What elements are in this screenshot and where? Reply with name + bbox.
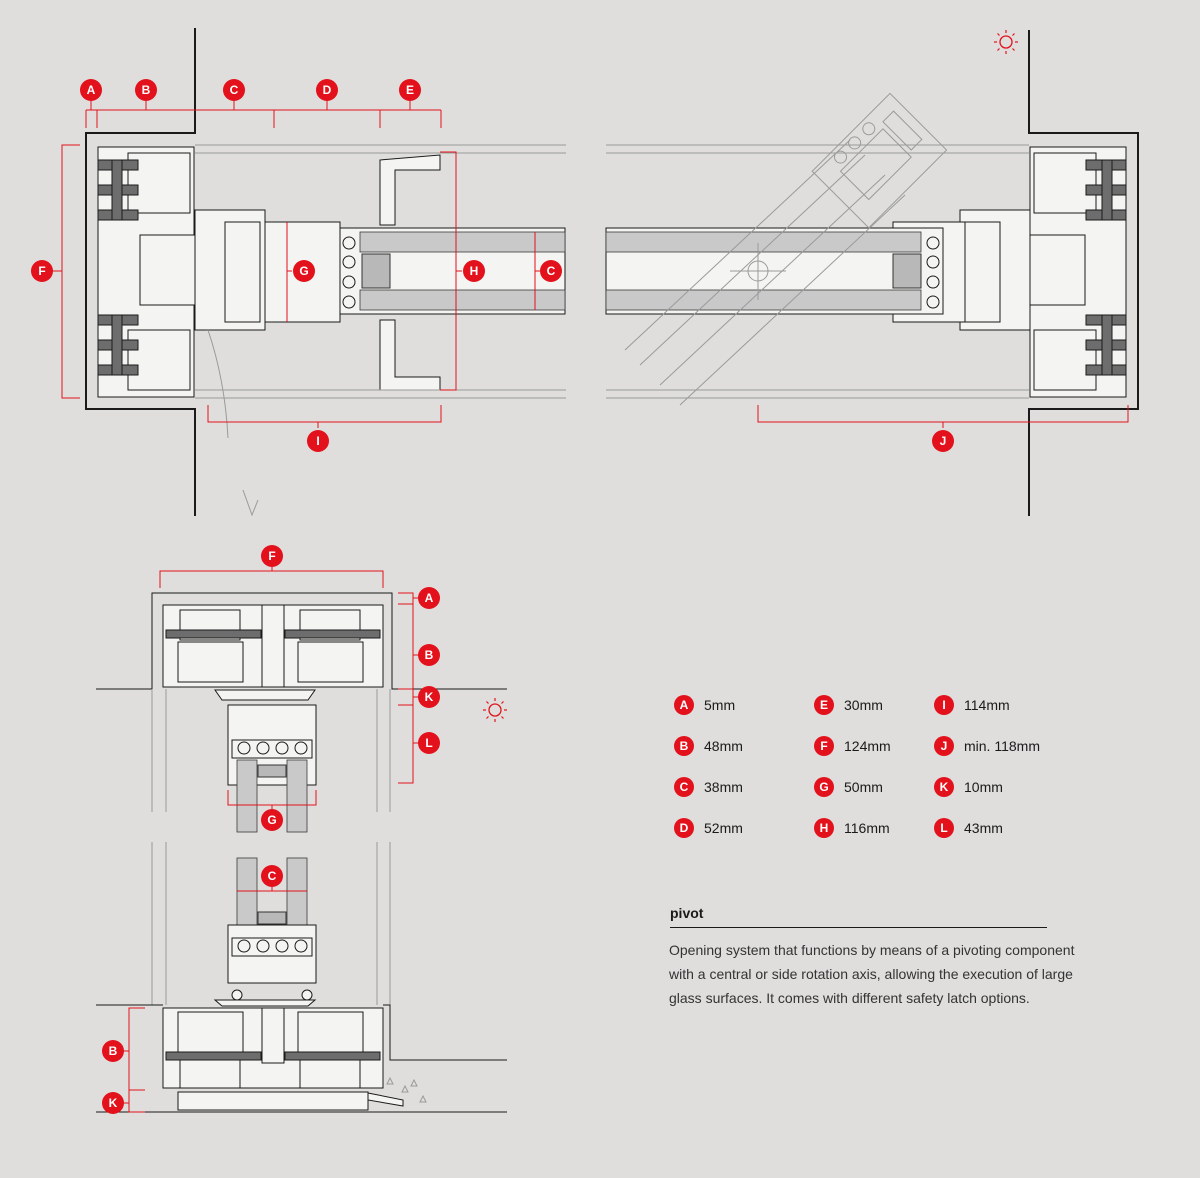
legend-badge: K [934, 777, 954, 797]
callout-C: C [261, 865, 283, 887]
legend-item: K 10mm [934, 777, 1003, 797]
legend-badge: D [674, 818, 694, 838]
sun-icon [483, 698, 507, 722]
legend-value: 116mm [844, 820, 890, 836]
callout-label: J [940, 434, 947, 448]
callout-B: B [102, 1040, 124, 1062]
callout-label: H [470, 264, 479, 278]
callout-label: I [316, 434, 319, 448]
description-divider [670, 927, 1047, 928]
legend-item: A 5mm [674, 695, 735, 715]
legend-value: 52mm [704, 820, 743, 836]
legend-badge: B [674, 736, 694, 756]
callout-A: A [418, 587, 440, 609]
legend-value: 43mm [964, 820, 1003, 836]
callout-label: K [109, 1096, 118, 1110]
legend-value: 50mm [844, 779, 883, 795]
callout-L: L [418, 732, 440, 754]
sun-icon [994, 30, 1018, 54]
legend-badge: F [814, 736, 834, 756]
plan-section-right [605, 30, 1139, 516]
callout-J: J [932, 430, 954, 452]
legend-badge: L [934, 818, 954, 838]
callout-K: K [102, 1092, 124, 1114]
callout-label: K [425, 690, 434, 704]
callout-label: B [109, 1044, 118, 1058]
callout-label: C [268, 869, 277, 883]
legend-value: 5mm [704, 697, 736, 713]
callout-label: A [425, 591, 434, 605]
legend-value: 124mm [844, 738, 891, 754]
callout-label: B [142, 83, 151, 97]
legend-value: 38mm [704, 779, 743, 795]
legend-badge: C [674, 777, 694, 797]
callout-C: C [223, 79, 245, 101]
callout-label: G [267, 813, 276, 827]
callout-E: E [399, 79, 421, 101]
legend-item: E 30mm [814, 695, 883, 715]
callout-label: F [38, 264, 45, 278]
legend-value: 10mm [964, 779, 1003, 795]
legend-badge: E [814, 695, 834, 715]
legend-value: 114mm [964, 697, 1010, 713]
callout-label: C [547, 264, 556, 278]
callout-label: L [425, 736, 432, 750]
legend-value: 30mm [844, 697, 883, 713]
legend-value: min. 118mm [964, 738, 1040, 754]
callout-label: B [425, 648, 434, 662]
callout-label: E [406, 83, 414, 97]
callout-label: D [323, 83, 332, 97]
legend-badge: H [814, 818, 834, 838]
callout-B: B [418, 644, 440, 666]
legend-item: L 43mm [934, 818, 1003, 838]
callout-K: K [418, 686, 440, 708]
callout-F: F [261, 545, 283, 567]
callout-I: I [307, 430, 329, 452]
callout-label: C [230, 83, 239, 97]
callout-G: G [293, 260, 315, 282]
legend-item: C 38mm [674, 777, 743, 797]
description-text: Opening system that functions by means o… [669, 942, 1075, 1006]
dimension-legend: A 5mm B 48mm C 38mm D 52mm E 30mm F 124mm G 50m… [674, 695, 1094, 845]
callout-H: H [463, 260, 485, 282]
callout-G: G [261, 809, 283, 831]
legend-badge: G [814, 777, 834, 797]
legend-item: F 124mm [814, 736, 891, 756]
plan-section-left [52, 28, 566, 517]
legend-badge: I [934, 695, 954, 715]
legend-item: G 50mm [814, 777, 883, 797]
legend-value: 48mm [704, 738, 743, 754]
description-title: pivot [670, 905, 704, 921]
callout-A: A [80, 79, 102, 101]
callout-B: B [135, 79, 157, 101]
callout-C: C [540, 260, 562, 282]
legend-item: B 48mm [674, 736, 743, 756]
callout-D: D [316, 79, 338, 101]
legend-badge: A [674, 695, 694, 715]
callout-label: F [268, 549, 275, 563]
legend-badge: J [934, 736, 954, 756]
legend-item: I 114mm [934, 695, 1010, 715]
callout-label: G [299, 264, 308, 278]
callout-F: F [31, 260, 53, 282]
legend-item: D 52mm [674, 818, 743, 838]
legend-item: H 116mm [814, 818, 890, 838]
vertical-section [96, 565, 507, 1113]
callout-label: A [87, 83, 96, 97]
